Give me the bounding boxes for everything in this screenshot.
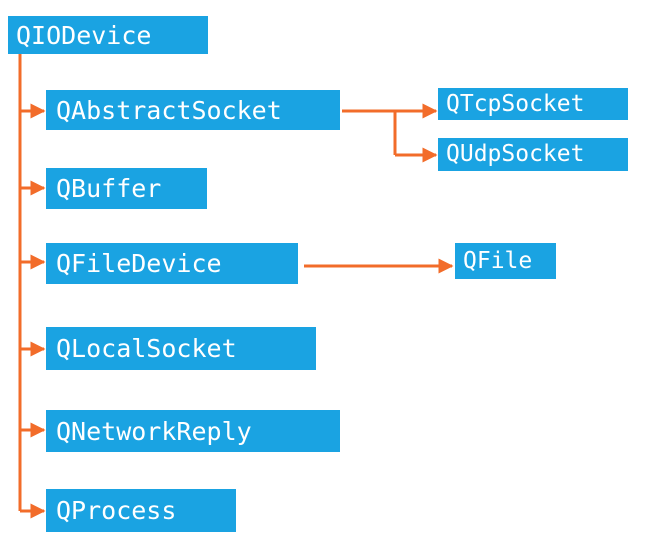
node-qnetworkreply: QNetworkReply xyxy=(46,410,340,452)
node-qfile: QFile xyxy=(455,243,556,279)
node-qabstractsocket: QAbstractSocket xyxy=(46,90,340,130)
node-qudpsocket: QUdpSocket xyxy=(438,138,628,171)
node-qlocalsocket-label: QLocalSocket xyxy=(56,334,237,363)
node-qlocalsocket: QLocalSocket xyxy=(46,327,316,370)
node-qfiledevice: QFileDevice xyxy=(46,243,298,284)
node-qfiledevice-label: QFileDevice xyxy=(56,249,222,278)
node-qnetworkreply-label: QNetworkReply xyxy=(56,416,252,446)
node-qbuffer: QBuffer xyxy=(46,168,207,209)
node-qtcpsocket: QTcpSocket xyxy=(438,88,628,120)
node-qbuffer-label: QBuffer xyxy=(56,174,162,203)
node-qiodevice: QIODevice xyxy=(8,16,208,54)
node-qudpsocket-label: QUdpSocket xyxy=(446,141,585,167)
node-qiodevice-label: QIODevice xyxy=(16,20,152,50)
node-qprocess: QProcess xyxy=(46,489,236,532)
node-qfile-label: QFile xyxy=(463,247,533,274)
node-qprocess-label: QProcess xyxy=(56,496,177,525)
node-qtcpsocket-label: QTcpSocket xyxy=(446,90,585,117)
node-qabstractsocket-label: QAbstractSocket xyxy=(56,95,282,125)
